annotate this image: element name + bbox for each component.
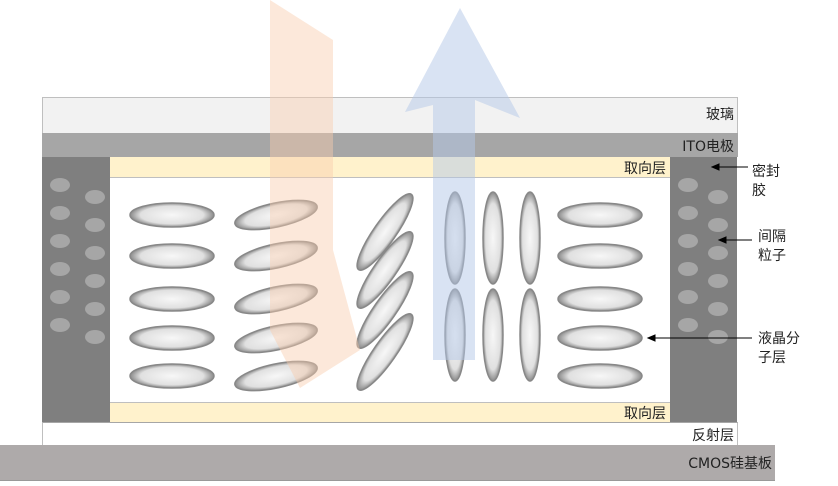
lc-molecule [356,193,414,271]
sealant-callout: 密封胶 [752,163,780,201]
sealant-callout-line: 密封 [752,164,780,180]
lc-molecule [129,363,215,389]
lc-molecule [557,202,643,228]
lc-molecule [557,286,643,312]
lc-molecule [482,191,504,285]
glass-label: 玻璃 [706,107,734,123]
spacer-particle [85,190,105,204]
lc-molecule [234,240,318,272]
cmos-substrate [0,445,775,481]
lc-callout-line: 子层 [758,350,786,366]
spacer-particle [678,178,698,192]
spacer-callout-line: 间隔 [758,229,786,245]
spacer-particle [708,302,728,316]
spacer-particle [85,330,105,344]
alignment-bottom-label: 取向层 [624,406,666,422]
lc-callout: 液晶分子层 [758,330,800,368]
spacer-particle [50,178,70,192]
spacer-particle [678,206,698,220]
lc-molecule [234,199,318,231]
lc-molecule [129,243,215,269]
spacer-particle [678,290,698,304]
spacer-particle [85,218,105,232]
spacer-particle [50,290,70,304]
lc-molecule [234,322,318,354]
spacer-particle [50,318,70,332]
spacer-particle [85,302,105,316]
lc-molecule [557,363,643,389]
alignment-layer-bottom [110,402,670,423]
spacer-particle [50,262,70,276]
alignment-top-label: 取向层 [624,161,666,177]
spacer-particle [85,274,105,288]
alignment-layer-top [110,157,670,178]
spacer-particle [50,234,70,248]
substrate-label: CMOS硅基板 [688,456,772,472]
spacer-particle [708,190,728,204]
lc-molecule [557,325,643,351]
lc-molecule [482,288,504,382]
ito-label: ITO电极 [682,139,734,155]
spacer-particle [678,318,698,332]
spacer-particle [708,246,728,260]
lc-molecule [356,313,414,391]
lc-molecule [129,286,215,312]
lc-molecule [356,271,414,349]
spacer-particle [85,246,105,260]
reflective-label: 反射层 [692,428,734,444]
spacer-particle [708,274,728,288]
glass-layer [42,97,738,135]
spacer-callout: 间隔粒子 [758,228,786,266]
sealant-callout-line: 胶 [752,183,766,199]
lc-molecule [519,191,541,285]
lc-molecule [519,288,541,382]
lc-molecule [234,283,318,315]
lc-molecule [557,243,643,269]
lc-molecule [129,325,215,351]
spacer-callout-line: 粒子 [758,248,786,264]
spacer-particle [50,206,70,220]
lc-molecule [129,202,215,228]
spacer-particle [708,330,728,344]
ito-layer [42,133,738,157]
lc-molecule [356,231,414,309]
spacer-particle [678,262,698,276]
spacer-particle [678,234,698,248]
reflected-light-arrow [405,8,520,360]
incident-light-arrow [270,0,360,388]
spacer-particle [708,218,728,232]
liquid-crystal-molecules [129,191,643,392]
lc-molecule [234,360,318,392]
spacer-particles [50,178,728,344]
lc-callout-line: 液晶分 [758,331,800,347]
